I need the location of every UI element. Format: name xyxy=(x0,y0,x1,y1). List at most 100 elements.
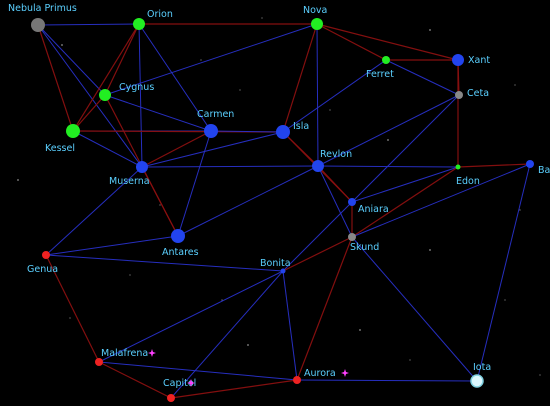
lane-carmen-muserna xyxy=(141,130,212,168)
system-label-ceta: Ceta xyxy=(467,88,489,99)
background-star xyxy=(409,359,411,361)
system-aurora[interactable] xyxy=(293,376,301,384)
lane-cygnus-kessel xyxy=(72,94,106,132)
lane-isla-muserna xyxy=(141,131,284,168)
star-systems[interactable] xyxy=(31,18,534,402)
lane-revlon-aniara xyxy=(317,165,353,203)
background-star xyxy=(261,17,263,19)
lane-nebula-primus-orion xyxy=(37,23,140,26)
lane-skund-bonita xyxy=(282,236,353,272)
lane-genua-malafrena xyxy=(45,254,100,363)
lane-antares-revlon xyxy=(177,165,319,237)
background-star xyxy=(69,317,71,319)
system-genua[interactable] xyxy=(42,251,50,259)
system-antares[interactable] xyxy=(171,229,185,243)
lane-iota-bar xyxy=(476,163,531,382)
system-label-cygnus: Cygnus xyxy=(119,82,154,93)
lane-aurora-iota xyxy=(296,379,478,382)
system-label-capitol: Capitol xyxy=(163,378,196,389)
lane-bonita-aurora xyxy=(282,270,298,381)
system-xant[interactable] xyxy=(452,54,464,66)
system-label-aurora: Aurora xyxy=(304,368,336,379)
system-label-aniara: Aniara xyxy=(358,204,389,215)
background-star xyxy=(61,44,63,46)
background-star xyxy=(239,89,241,91)
system-iota[interactable] xyxy=(470,374,484,388)
background-star xyxy=(17,179,19,181)
lane-revlon-edon xyxy=(317,165,459,168)
system-skund[interactable] xyxy=(348,233,356,241)
lane-ceta-aniara xyxy=(351,94,460,203)
system-carmen[interactable] xyxy=(204,124,218,138)
lane-orion-muserna xyxy=(138,23,143,168)
lane-nebula-primus-kessel xyxy=(37,24,74,132)
hyperspace-lanes xyxy=(37,23,531,399)
lane-edon-bar xyxy=(457,163,531,168)
lane-ferret-ceta xyxy=(385,59,460,96)
background-star xyxy=(429,249,431,251)
system-isla[interactable] xyxy=(276,125,290,139)
background-star xyxy=(539,374,541,376)
lane-skund-iota xyxy=(351,236,478,382)
system-ferret[interactable] xyxy=(382,56,390,64)
system-edon[interactable] xyxy=(455,164,461,170)
lane-orion-carmen xyxy=(138,23,212,132)
system-label-malafrena: Malafrena xyxy=(101,348,148,359)
system-kessel[interactable] xyxy=(66,124,80,138)
system-bonita[interactable] xyxy=(280,268,286,274)
lane-revlon-muserna xyxy=(141,165,319,168)
lane-carmen-isla xyxy=(210,130,284,133)
lane-ceta-revlon xyxy=(317,94,460,167)
background-star xyxy=(221,299,223,301)
sparkle-icon xyxy=(341,369,349,377)
system-label-nova: Nova xyxy=(303,5,327,16)
system-label-revlon: Revlon xyxy=(320,149,352,160)
lane-carmen-antares xyxy=(177,130,212,237)
system-malafrena[interactable] xyxy=(95,358,103,366)
background-star xyxy=(159,204,161,206)
lane-bonita-malafrena xyxy=(98,270,284,363)
background-star xyxy=(247,344,249,346)
system-label-ferret: Ferret xyxy=(366,69,394,80)
system-label-bonita: Bonita xyxy=(260,258,291,269)
system-label-skund: Skund xyxy=(350,242,379,253)
background-star xyxy=(387,139,389,141)
lane-ferret-isla xyxy=(282,59,387,133)
system-aniara[interactable] xyxy=(348,198,356,206)
background-stars xyxy=(17,17,541,376)
lane-muserna-antares xyxy=(141,166,179,237)
system-bar[interactable] xyxy=(526,160,534,168)
lane-cygnus-carmen xyxy=(104,94,212,132)
lane-bonita-capitol xyxy=(170,270,284,399)
system-label-edon: Edon xyxy=(456,176,480,187)
background-star xyxy=(329,109,331,111)
lane-antares-genua xyxy=(45,235,179,256)
lane-revlon-skund xyxy=(317,165,353,238)
system-cygnus[interactable] xyxy=(99,89,111,101)
sparkle-icon xyxy=(187,379,195,387)
background-star xyxy=(429,29,431,31)
system-label-kessel: Kessel xyxy=(45,143,75,154)
system-ceta[interactable] xyxy=(455,91,463,99)
lane-malafrena-aurora xyxy=(98,361,298,381)
lane-nebula-primus-cygnus xyxy=(37,24,106,96)
system-label-muserna: Muserna xyxy=(109,176,150,187)
system-label-orion: Orion xyxy=(147,9,173,20)
system-muserna[interactable] xyxy=(136,161,148,173)
system-capitol[interactable] xyxy=(167,394,175,402)
lane-edon-aniara xyxy=(351,166,459,203)
background-star xyxy=(129,274,131,276)
system-nova[interactable] xyxy=(311,18,323,30)
system-orion[interactable] xyxy=(133,18,145,30)
lane-nova-revlon xyxy=(316,23,319,167)
system-revlon[interactable] xyxy=(312,160,324,172)
system-label-iota: Iota xyxy=(473,362,491,373)
system-nebula-primus[interactable] xyxy=(31,18,45,32)
lane-orion-kessel xyxy=(72,23,140,132)
lane-kessel-muserna xyxy=(72,130,143,168)
lane-aurora-skund xyxy=(296,236,353,381)
system-label-isla: Isla xyxy=(293,121,309,132)
background-star xyxy=(514,84,516,86)
